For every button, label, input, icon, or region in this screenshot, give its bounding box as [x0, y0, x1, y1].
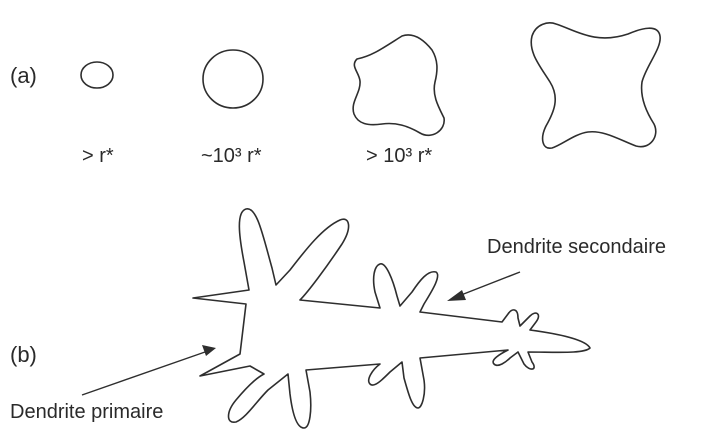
secondary-arrow-head: [447, 290, 466, 301]
dendrite-body: [192, 208, 591, 429]
panel-b-label: (b): [10, 342, 37, 367]
stage-2-label: ~10³ r*: [201, 145, 262, 167]
star-nucleus-shape: [530, 22, 661, 149]
panel-a-label: (a): [10, 63, 37, 88]
nucleus-small-circle: [80, 61, 114, 89]
secondary-arrow-line: [455, 271, 521, 298]
perturbed-nucleus-shape: [352, 34, 445, 137]
secondary-dendrite-label: Dendrite secondaire: [487, 236, 666, 258]
primary-dendrite-label: Dendrite primaire: [10, 401, 163, 423]
primary-arrow-head: [202, 345, 216, 356]
primary-arrow-line: [81, 351, 206, 396]
stage-3-label: > 10³ r*: [366, 145, 432, 167]
stage-1-label: > r*: [82, 145, 114, 167]
nucleus-large-circle: [202, 49, 264, 109]
